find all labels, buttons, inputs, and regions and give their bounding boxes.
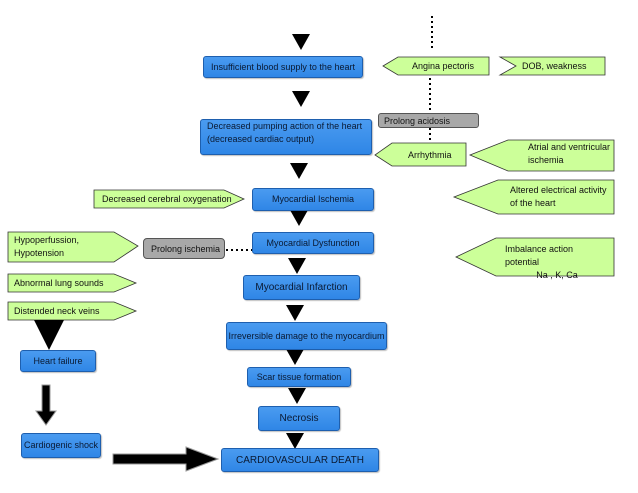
- callout-shape-dob: [498, 56, 606, 76]
- box-necrosis: Necrosis: [258, 406, 340, 431]
- down-arrow-6: [286, 305, 304, 321]
- hypo-line-1: Hypoperfussion,: [14, 235, 80, 245]
- imbalance-line-1: Imbalance action potential: [505, 244, 574, 267]
- down-arrow-1: [292, 34, 310, 50]
- box-myocardial-infarction: Myocardial Infarction: [243, 275, 360, 300]
- altered-line-1: Altered electrical activity: [510, 185, 607, 195]
- label-dob-weakness: DOB, weakness: [522, 60, 587, 71]
- box-myocardial-ischemia: Myocardial Ischemia: [252, 188, 374, 211]
- callout-shape-neck: [7, 301, 138, 321]
- box-prolong-ischemia: Prolong ischemia: [143, 238, 225, 259]
- box-insufficient-blood-supply: Insufficient blood supply to the heart: [203, 56, 363, 78]
- box-irreversible-damage: Irreversible damage to the myocardium: [226, 322, 387, 350]
- down-arrow-4: [290, 210, 308, 226]
- callout-shape-atrial: [468, 139, 615, 172]
- callout-shape-arrhythmia: [374, 142, 467, 167]
- altered-line-2: of the heart: [510, 198, 556, 208]
- down-arrow-8: [288, 388, 306, 404]
- label-angina-pectoris: Angina pectoris: [412, 60, 475, 71]
- label-hypoperfusion: Hypoperfussion, Hypotension: [14, 234, 79, 260]
- atrial-line-2: ischemia: [528, 155, 564, 165]
- box-cardiogenic-shock: Cardiogenic shock: [21, 433, 101, 458]
- label-decreased-cerebral-oxygenation: Decreased cerebral oxygenation: [102, 193, 232, 204]
- box-scar-tissue: Scar tissue formation: [247, 367, 351, 387]
- hypo-line-2: Hypotension: [14, 248, 65, 258]
- label-distended-neck-veins: Distended neck veins: [14, 305, 100, 316]
- down-arrow-5: [288, 258, 306, 274]
- block-arrow-right: [112, 446, 220, 472]
- label-atrial-ventricular: Atrial and ventricular ischemia: [528, 141, 610, 167]
- down-arrow-2: [292, 91, 310, 107]
- label-arrhythmia: Arrhythmia: [408, 149, 452, 160]
- box-heart-failure: Heart failure: [20, 350, 96, 372]
- down-arrow-9: [286, 433, 304, 449]
- imbalance-line-2: Na , K, Ca: [536, 270, 578, 280]
- callout-shape-imbalance: [455, 237, 615, 277]
- callout-shape-hypo: [7, 231, 139, 263]
- callout-shape-lung: [7, 273, 138, 293]
- atrial-line-1: Atrial and ventricular: [528, 142, 611, 152]
- label-altered-electrical: Altered electrical activity of the heart: [510, 184, 607, 210]
- label-imbalance-action-potential: Imbalance action potential Na , K, Ca: [505, 243, 609, 282]
- down-arrow-7: [286, 349, 304, 365]
- box-cardiovascular-death: CARDIOVASCULAR DEATH: [221, 448, 379, 472]
- callout-shape-angina: [382, 56, 490, 76]
- box-prolong-acidosis: Prolong acidosis: [378, 113, 479, 128]
- down-arrow-heart-failure: [34, 320, 64, 350]
- callout-shape-cerebral: [93, 189, 245, 209]
- down-arrow-3: [290, 163, 308, 179]
- decreased-pumping-line-1: Decreased pumping action of the heart: [207, 121, 363, 131]
- decreased-pumping-line-2: (decreased cardiac output): [207, 134, 315, 144]
- callout-shape-altered: [452, 179, 615, 215]
- box-myocardial-dysfunction: Myocardial Dysfunction: [252, 232, 374, 254]
- label-abnormal-lung-sounds: Abnormal lung sounds: [14, 277, 104, 288]
- box-decreased-pumping: Decreased pumping action of the heart (d…: [200, 119, 372, 155]
- block-arrow-down: [35, 384, 57, 426]
